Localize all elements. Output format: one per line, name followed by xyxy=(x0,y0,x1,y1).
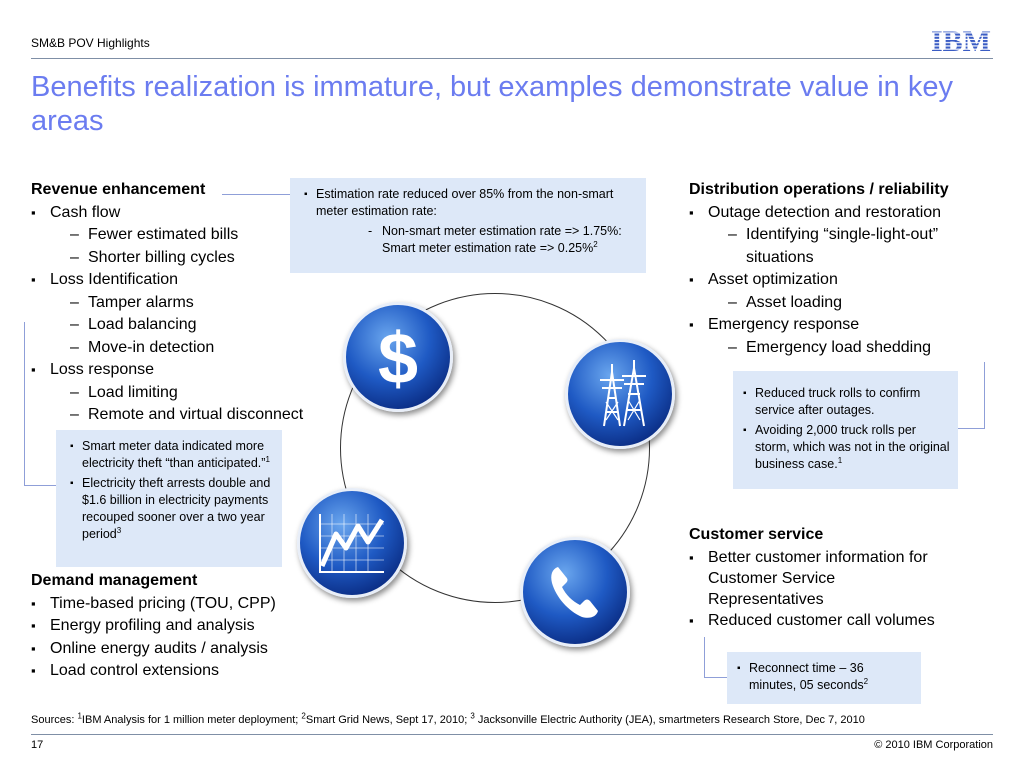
callout-bullet: Reduced truck rolls to confirm service a… xyxy=(743,385,950,419)
connector-line xyxy=(222,194,290,195)
callout-subbullet: Non-smart meter estimation rate => 1.75%… xyxy=(304,223,636,257)
list-item: Time-based pricing (TOU, CPP) xyxy=(31,593,331,616)
ibm-logo: IBM xyxy=(931,27,991,53)
callout-bullet: Avoiding 2,000 truck rolls per storm, wh… xyxy=(743,422,950,473)
list-subitem: Asset loading xyxy=(689,292,989,315)
copyright: © 2010 IBM Corporation xyxy=(874,739,993,751)
list-item: Energy profiling and analysis xyxy=(31,615,331,638)
list-subitem: Emergency load shedding xyxy=(689,337,989,360)
revenue-heading: Revenue enhancement xyxy=(31,181,206,198)
phone-icon xyxy=(520,537,630,647)
distribution-heading: Distribution operations / reliability xyxy=(689,181,949,198)
power-tower-icon xyxy=(565,339,675,449)
list-item: Loss response xyxy=(31,359,331,382)
customer-section: Customer service Better customer informa… xyxy=(689,524,939,632)
list-item: Load control extensions xyxy=(31,660,331,683)
customer-heading: Customer service xyxy=(689,526,824,543)
list-item: Outage detection and restoration xyxy=(689,202,989,225)
connector-line xyxy=(24,322,26,486)
connector-line xyxy=(704,637,706,678)
callout-bullet: Smart meter data indicated more electric… xyxy=(70,438,274,472)
list-subitem: Shorter billing cycles xyxy=(31,247,331,270)
header-label: SM&B POV Highlights xyxy=(31,36,150,50)
connector-line xyxy=(704,677,727,678)
connector-line xyxy=(984,362,986,429)
connector-line xyxy=(958,428,985,429)
list-subitem: Move-in detection xyxy=(31,337,331,360)
dollar-icon: $ xyxy=(343,302,453,412)
demand-heading: Demand management xyxy=(31,572,198,589)
reconnect-callout: Reconnect time – 36 minutes, 05 seconds2 xyxy=(727,652,921,704)
list-subitem: Load balancing xyxy=(31,314,331,337)
distribution-section: Distribution operations / reliability Ou… xyxy=(689,179,989,359)
list-item: Emergency response xyxy=(689,314,989,337)
cycle-ring xyxy=(340,293,650,603)
callout-bullet: Reconnect time – 36 minutes, 05 seconds2 xyxy=(737,660,913,694)
header-divider xyxy=(31,58,993,59)
list-subitem: Fewer estimated bills xyxy=(31,224,331,247)
connector-line xyxy=(24,485,56,486)
demand-section: Demand management Time-based pricing (TO… xyxy=(31,570,331,683)
list-item: Better customer information for Customer… xyxy=(689,547,939,610)
list-item: Loss Identification xyxy=(31,269,331,292)
chart-icon xyxy=(297,488,407,598)
slide-title: Benefits realization is immature, but ex… xyxy=(31,71,953,137)
list-subitem: Tamper alarms xyxy=(31,292,331,315)
list-subitem: Remote and virtual disconnect xyxy=(31,404,331,427)
list-item: Reduced customer call volumes xyxy=(689,610,939,633)
list-item: Cash flow xyxy=(31,202,331,225)
logo-text: IBM xyxy=(931,27,991,53)
list-item: Asset optimization xyxy=(689,269,989,292)
estimation-callout: Estimation rate reduced over 85% from th… xyxy=(290,178,646,273)
callout-bullet: Estimation rate reduced over 85% from th… xyxy=(304,186,636,220)
truck-callout: Reduced truck rolls to confirm service a… xyxy=(733,371,958,489)
sources-footnote: Sources: 1IBM Analysis for 1 million met… xyxy=(31,711,865,726)
callout-bullet: Electricity theft arrests double and $1.… xyxy=(70,475,274,543)
revenue-section: Revenue enhancement Cash flow Fewer esti… xyxy=(31,179,331,427)
list-subitem: Identifying “single-light-out” situation… xyxy=(689,224,989,269)
list-item: Online energy audits / analysis xyxy=(31,638,331,661)
footer-divider xyxy=(31,734,993,735)
page-number: 17 xyxy=(31,739,44,751)
svg-text:$: $ xyxy=(378,319,418,397)
theft-callout: Smart meter data indicated more electric… xyxy=(56,430,282,567)
list-subitem: Load limiting xyxy=(31,382,331,405)
